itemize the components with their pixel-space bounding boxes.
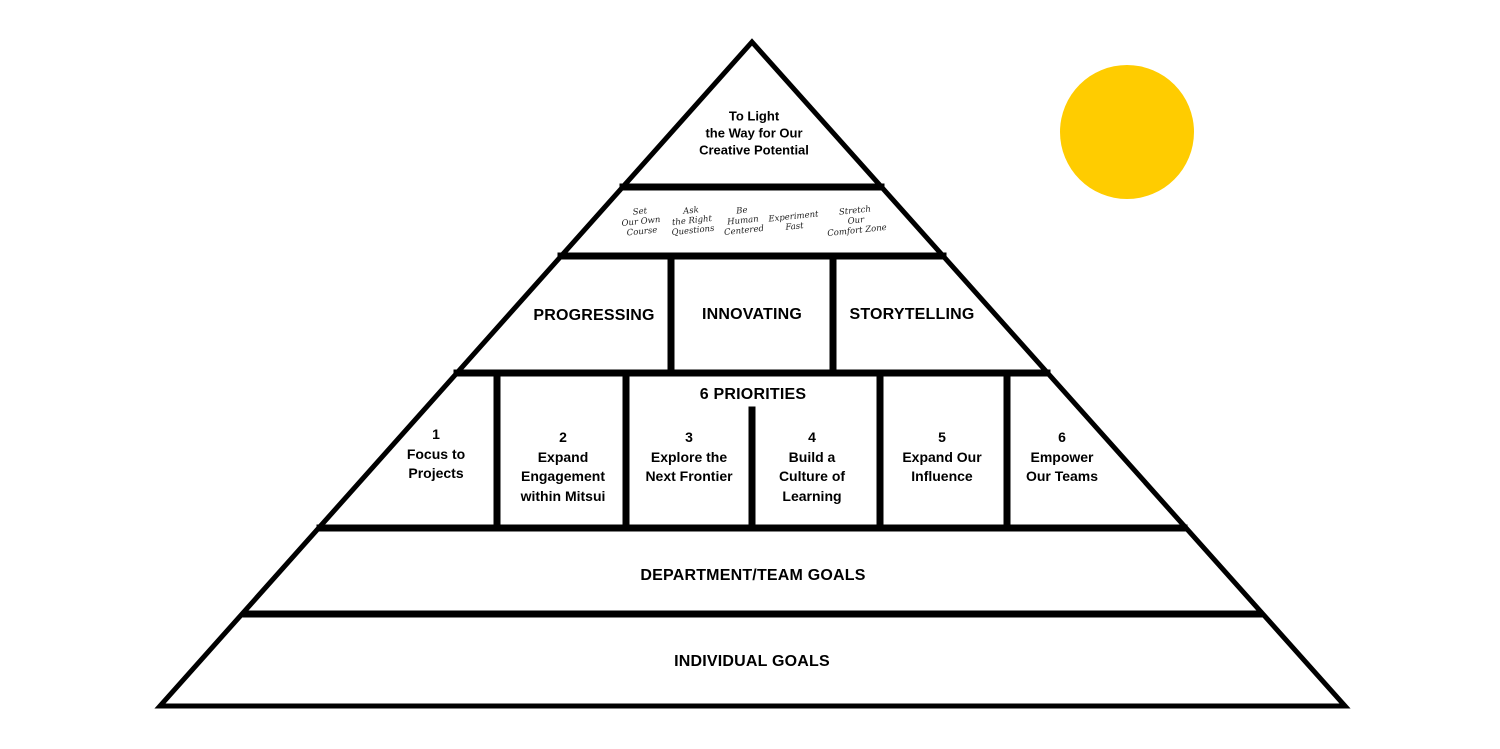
priority-line: Engagement	[520, 468, 606, 484]
apex-line-3: Creative Potential	[699, 142, 809, 158]
priority-line: Focus to	[406, 445, 466, 462]
priority-line: within Mitsui	[520, 487, 606, 504]
priority-line: Build a	[788, 448, 836, 465]
apex-line-1: To Light	[728, 108, 780, 124]
department-team-goals: DEPARTMENT/TEAM GOALS	[640, 567, 866, 584]
priorities-heading: 6 PRIORITIES	[699, 386, 807, 403]
priority-6: 6 Empower Our Teams	[1026, 428, 1098, 487]
priority-number: 6	[1058, 428, 1066, 445]
priority-number: 1	[432, 425, 440, 442]
priority-5: 5 Expand Our Influence	[902, 428, 981, 487]
priority-3: 3 Explore the Next Frontier	[645, 428, 732, 487]
value-progressing: PROGRESSING	[533, 307, 655, 324]
apex-line-2: the Way for Our	[705, 125, 803, 141]
value-storytelling: STORYTELLING	[849, 306, 975, 323]
value-innovating: INNOVATING	[701, 306, 803, 323]
priority-4: 4 Build a Culture of Learning	[779, 428, 845, 506]
priority-line: Learning	[782, 487, 842, 504]
priority-line: Next Frontier	[645, 467, 733, 484]
priority-line: Explore the	[650, 448, 728, 465]
priority-line: Our Teams	[1025, 467, 1099, 484]
priority-number: 3	[685, 428, 693, 445]
individual-goals: INDIVIDUAL GOALS	[674, 653, 830, 670]
priority-number: 2	[559, 429, 567, 445]
priority-1: 1 Focus to Projects	[407, 425, 465, 484]
priority-line: Expand Our	[902, 448, 982, 465]
priority-line: Empower	[1030, 448, 1094, 465]
priority-number: 5	[938, 428, 946, 445]
priority-line: Projects	[408, 464, 464, 481]
apex-text: To Light the Way for Our Creative Potent…	[699, 108, 809, 159]
principle-stretch-our-comfort-zone: Stretch Our Comfort Zone	[825, 203, 887, 239]
priority-line: Culture of	[778, 468, 846, 484]
pyramid-frame	[154, 38, 1351, 709]
priority-number: 4	[808, 429, 816, 445]
principle-set-our-own-course: Set Our Own Course	[620, 205, 662, 239]
sun-circle	[1060, 65, 1194, 199]
priority-2: 2 Expand Engagement within Mitsui	[521, 428, 606, 506]
principle-be-human-centered: Be Human Centered	[722, 204, 765, 238]
priority-line: Influence	[911, 467, 973, 484]
priority-line: Expand	[537, 448, 589, 465]
principle-ask-the-right-questions: Ask the Right Questions	[669, 204, 715, 238]
